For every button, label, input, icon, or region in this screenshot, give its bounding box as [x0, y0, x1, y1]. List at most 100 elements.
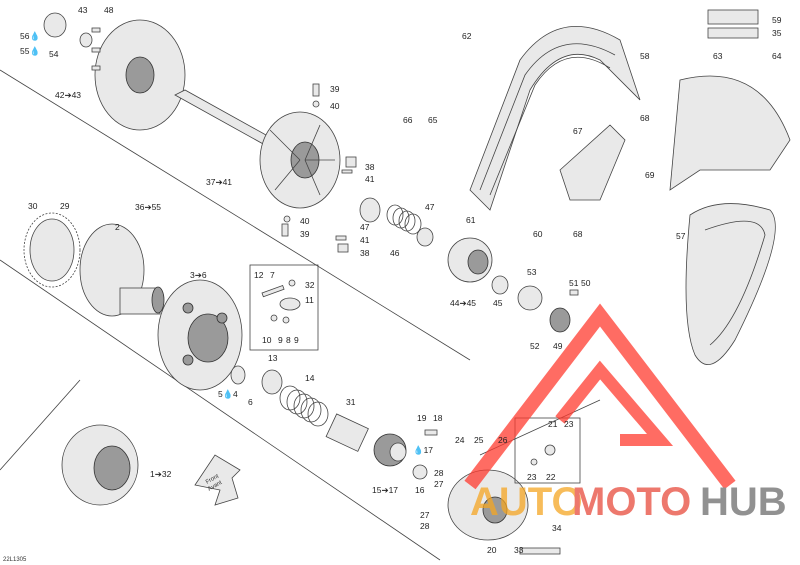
- spider-sheave: [259, 111, 341, 209]
- logo-moto: MOTO: [572, 480, 691, 524]
- chain-case-58: [469, 26, 641, 211]
- callout: 21: [548, 419, 558, 429]
- automotohub-logo: AUTO MOTO HUB: [464, 303, 787, 524]
- callout: 41: [360, 235, 370, 245]
- callout: 28: [434, 468, 444, 478]
- callout: 50: [581, 278, 591, 288]
- callout: 36➔55: [135, 202, 161, 212]
- callout: 16: [415, 485, 425, 495]
- pulley-shaft: [174, 89, 276, 146]
- callout: 26: [498, 435, 508, 445]
- diagram-id-label: 22L1305: [3, 557, 27, 563]
- callout: 22: [546, 472, 556, 482]
- bracket-67: [559, 124, 626, 201]
- callout: 49: [553, 341, 563, 351]
- callout: 58: [640, 51, 650, 61]
- callout: 65: [428, 115, 438, 125]
- pulley-housing: [157, 279, 243, 391]
- spring-14: [279, 385, 329, 427]
- callout: 14: [305, 373, 315, 383]
- callout: 48: [104, 5, 114, 15]
- callout: 33: [514, 545, 524, 555]
- callout: 3➔6: [190, 270, 207, 280]
- callout: 27: [420, 510, 430, 520]
- callout: 11: [305, 295, 314, 305]
- callout: 💧17: [413, 445, 433, 455]
- callout: 45: [493, 298, 503, 308]
- callout: 23: [527, 472, 537, 482]
- logo-hub: HUB: [700, 480, 787, 524]
- callout: 8: [286, 335, 291, 345]
- drive-belt-57: [685, 203, 776, 365]
- callout: 56💧: [20, 31, 40, 41]
- callout: 32: [305, 280, 315, 290]
- guard-63: [669, 75, 791, 191]
- callout: 39: [330, 84, 340, 94]
- callout: 9: [278, 335, 283, 345]
- bushing-31: [325, 413, 369, 452]
- callout: 20: [487, 545, 497, 555]
- callout: 51: [569, 278, 579, 288]
- logo-auto: AUTO: [470, 480, 583, 524]
- callout: 67: [573, 126, 583, 136]
- callout: 29: [60, 201, 70, 211]
- callout: 9: [294, 335, 299, 345]
- callout: 27: [434, 479, 444, 489]
- callout: 19: [417, 413, 427, 423]
- callout: 34: [552, 523, 562, 533]
- callout: 4: [233, 389, 238, 399]
- callout: 59: [772, 15, 782, 25]
- front-arrow: Front Avant: [194, 454, 241, 506]
- spring-46: [386, 204, 422, 235]
- detail-box-21-23: [514, 417, 581, 484]
- callout: 2: [115, 222, 120, 232]
- callout: 52: [530, 341, 540, 351]
- decal-labels: [707, 9, 759, 39]
- clutch-hub: [373, 429, 438, 480]
- callout: 39: [300, 229, 310, 239]
- fixed-sheave: [43, 12, 186, 131]
- callout: 6: [248, 397, 253, 407]
- callout: 60: [533, 229, 543, 239]
- callout: 53: [527, 267, 537, 277]
- callout: 37➔41: [206, 177, 232, 187]
- logo-mark: [464, 303, 736, 490]
- callout: 10: [262, 335, 272, 345]
- callout: 23: [564, 419, 574, 429]
- callout: 40: [330, 101, 340, 111]
- callout: 5💧: [218, 389, 233, 399]
- ring-gear: [23, 212, 81, 288]
- callout: 1➔32: [150, 469, 172, 479]
- callout: 31: [346, 397, 356, 407]
- callout: 38: [360, 248, 370, 258]
- callout: 61: [466, 215, 476, 225]
- callout: 43: [78, 5, 88, 15]
- callout: 55💧: [20, 46, 40, 56]
- callout: 44➔45: [450, 298, 476, 308]
- callout: 47: [425, 202, 435, 212]
- callout: 54: [49, 49, 59, 59]
- washers: [230, 365, 283, 395]
- callout: 13: [268, 353, 278, 363]
- callout: 35: [772, 28, 782, 38]
- callout: 24: [455, 435, 465, 445]
- callout: 47: [360, 222, 370, 232]
- bushing-cup: [416, 227, 579, 333]
- callout: 42➔43: [55, 90, 81, 100]
- moving-sheave-2: [79, 223, 165, 317]
- callout: 40: [300, 216, 310, 226]
- callout-labels: 56💧 55💧 54 43 48 42➔43 39 40 37➔41 38 41…: [20, 5, 782, 555]
- callout: 28: [420, 521, 430, 531]
- callout: 68: [640, 113, 650, 123]
- callout: 63: [713, 51, 723, 61]
- callout: 25: [474, 435, 484, 445]
- callout: 68: [573, 229, 583, 239]
- callout: 69: [645, 170, 655, 180]
- callout: 38: [365, 162, 375, 172]
- spider-hardware: [281, 83, 381, 253]
- callout: 12: [254, 270, 264, 280]
- callout: 41: [365, 174, 375, 184]
- callout: 62: [462, 31, 472, 41]
- callout: 7: [270, 270, 275, 280]
